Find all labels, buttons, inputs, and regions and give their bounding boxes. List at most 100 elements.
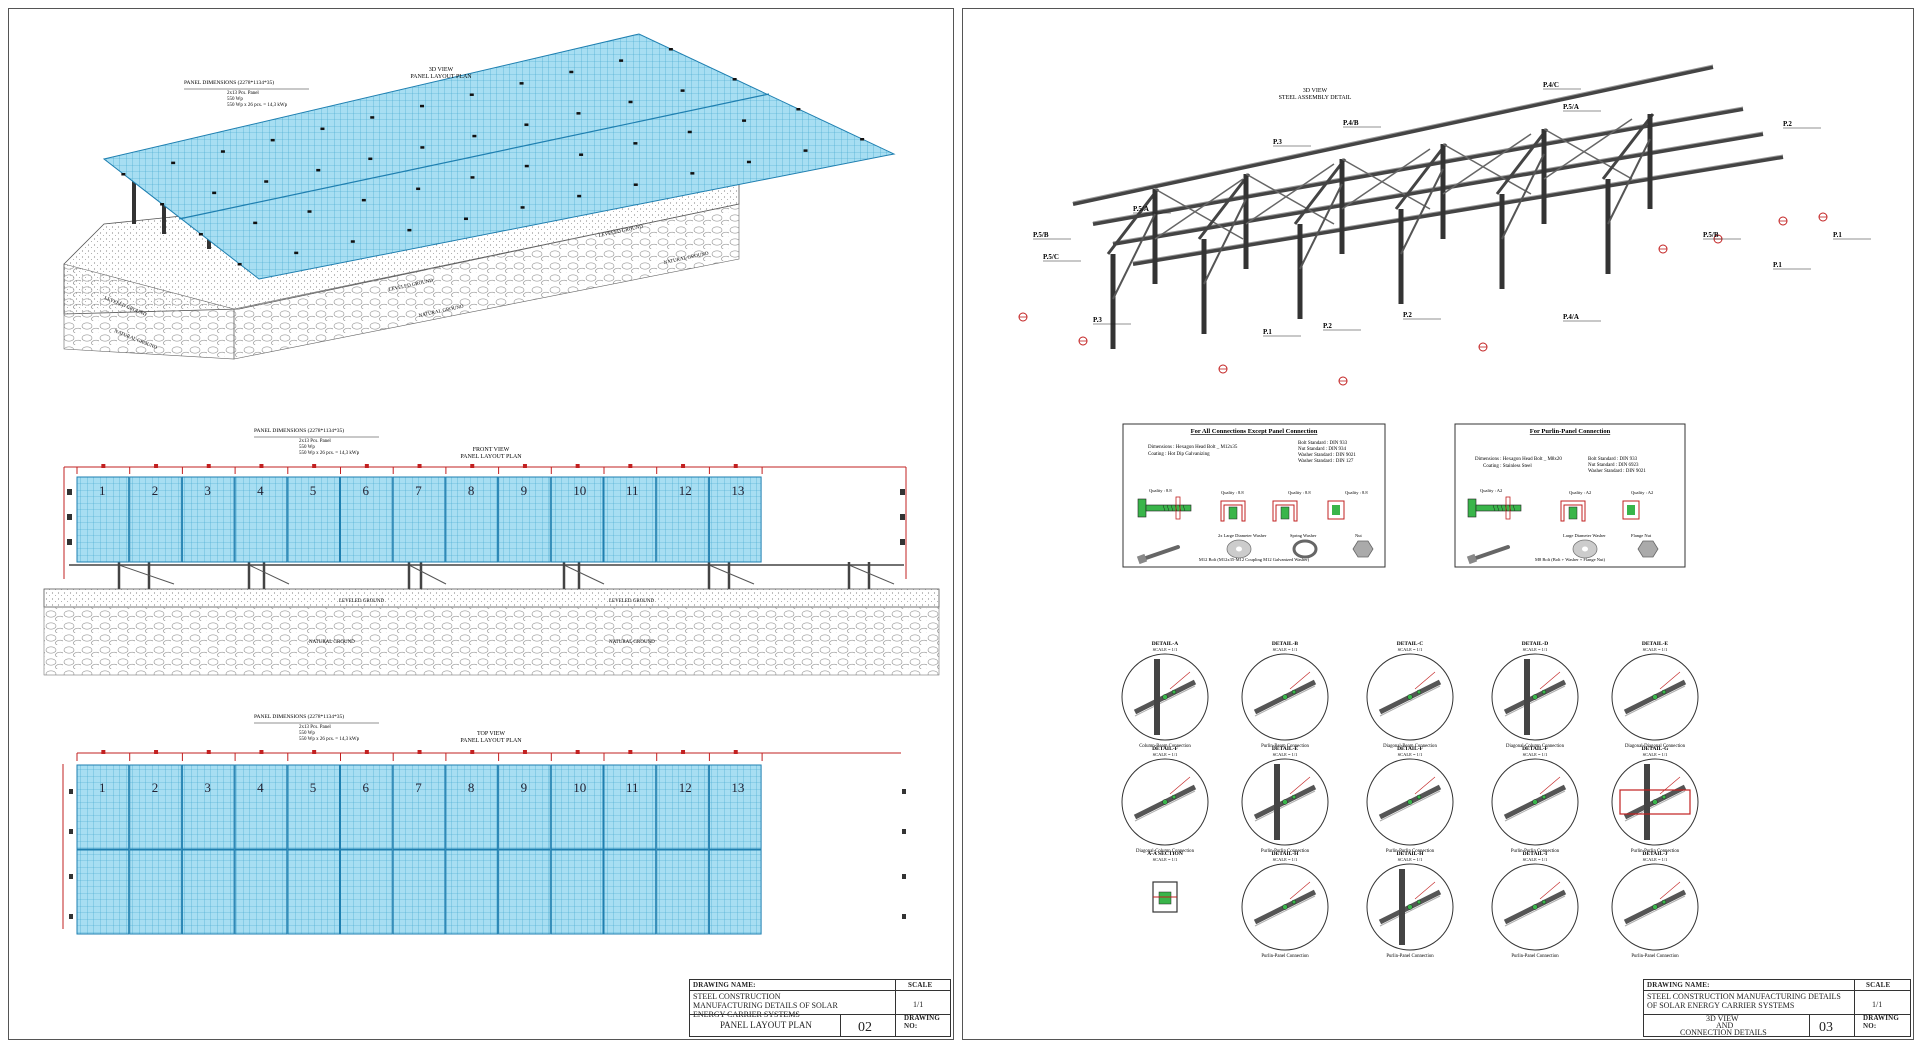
svg-text:Quality : 8.8: Quality : 8.8 <box>1288 490 1311 495</box>
dimension-marker <box>417 750 422 754</box>
detail-scale: SCALE = 1/1 <box>1523 752 1548 757</box>
dimension-marker <box>364 750 369 754</box>
detail-leader <box>1539 776 1561 795</box>
flange-nut-photo <box>1637 540 1659 558</box>
steel-brace <box>1543 118 1633 180</box>
detail-leader <box>1169 671 1191 690</box>
scale-value: 1/1 <box>913 1000 924 1009</box>
steel-diagonal <box>1400 168 1444 255</box>
detail-scale: SCALE = 1/1 <box>1273 647 1298 652</box>
detail-bolt <box>1282 694 1288 700</box>
detail-member-edge <box>1504 790 1566 822</box>
nut-photo <box>1352 540 1374 558</box>
steel-brace <box>1245 163 1335 225</box>
detail-scale: SCALE = 1/1 <box>1643 647 1668 652</box>
steel-3d-subtitle: STEEL ASSEMBLY DETAIL <box>1279 95 1352 101</box>
top-panel-upper <box>603 764 657 850</box>
top-view-subtitle: PANEL LAYOUT PLAN <box>460 738 522 744</box>
steel-diagonal <box>1112 213 1156 300</box>
dimension-marker <box>312 750 317 754</box>
detail-scale: SCALE = 1/1 <box>1523 647 1548 652</box>
detail-title: DETAIL-J <box>1642 851 1668 857</box>
panel-clamp <box>520 206 525 209</box>
front-panel <box>445 476 499 563</box>
bolt-spec-box-general: For All Connections Except Panel Connect… <box>1122 423 1386 568</box>
steel-purlin <box>1072 65 1714 206</box>
dimension-marker <box>628 464 633 468</box>
detail-caption: Diagonal-Column Connection <box>1506 744 1565 749</box>
panel-clamp <box>469 93 474 96</box>
profile-section <box>1560 500 1586 522</box>
detail-caption: Purlin-Panel Connection <box>1511 954 1559 959</box>
front-panel <box>76 476 130 563</box>
detail-scale: SCALE = 1/1 <box>1398 752 1423 757</box>
front-panel-number: 13 <box>731 483 744 498</box>
panel-clamp <box>416 187 421 191</box>
nut-section <box>1327 500 1345 520</box>
view-top-panel-layout: PANEL DIMENSIONS (2278*1134*35) 2x13 Pcs… <box>62 713 906 935</box>
profile-bolt <box>1228 506 1238 520</box>
top-panel-lower <box>445 849 499 935</box>
top-panel-number: 8 <box>468 780 475 795</box>
bolt-thread <box>1162 504 1166 512</box>
front-panel <box>129 476 182 563</box>
scale-label: SCALE <box>908 981 933 989</box>
svg-text:LEVELED GROUND: LEVELED GROUND <box>609 599 655 604</box>
detail-scale: SCALE = 1/1 <box>1398 857 1423 862</box>
front-leveled-ground <box>43 588 940 608</box>
panel-clamp <box>270 138 275 142</box>
side-bracket <box>902 874 906 879</box>
dimension-marker <box>206 464 211 468</box>
top-panel-number: 3 <box>204 780 211 795</box>
detail-scale: SCALE = 1/1 <box>1153 647 1178 652</box>
svg-text:Quality : A2: Quality : A2 <box>1631 490 1653 495</box>
top-panel-number: 10 <box>573 780 586 795</box>
top-panel-upper <box>181 764 235 850</box>
detail-leader <box>1659 881 1681 900</box>
steel-brace <box>1543 128 1633 180</box>
panel-clamp <box>361 198 366 202</box>
bolt-photo <box>1141 545 1180 561</box>
panel-clamp <box>796 108 801 111</box>
steel-3d-title: 3D VIEW <box>1303 88 1328 94</box>
front-panel <box>181 476 235 563</box>
steel-diagonal <box>1607 138 1651 225</box>
sheet-title-line3: CONNECTION DETAILS <box>1680 1028 1767 1037</box>
front-brace <box>118 564 175 585</box>
steel-diagonal <box>1501 153 1545 240</box>
flange-nut-fill <box>1627 505 1635 515</box>
top-panel-upper <box>550 764 604 850</box>
top-panel-lower <box>287 849 340 935</box>
bolt-shank <box>1145 504 1192 512</box>
steel-brace <box>1442 143 1532 195</box>
panel-clamp <box>198 233 203 236</box>
top-panel-number: 4 <box>257 780 264 795</box>
panel-clamp <box>524 164 529 168</box>
bolt-plate <box>1175 496 1181 520</box>
detail-member-edge <box>1134 790 1196 822</box>
detail-bolt <box>1652 694 1658 700</box>
detail-bolt <box>1162 799 1168 805</box>
detail-caption: Purlin-Panel Connection <box>1261 954 1309 959</box>
detail-title: A-A SECTION <box>1147 851 1183 857</box>
view-front-panel-layout: PANEL DIMENSIONS (2278*1134*35) 2x13 Pcs… <box>43 427 940 676</box>
panel-clamp <box>668 48 673 51</box>
front-panel-number: 5 <box>310 483 317 498</box>
svg-text:Coating : Hot Dip Galvanizing: Coating : Hot Dip Galvanizing <box>1148 452 1210 457</box>
detail-scale: SCALE = 1/1 <box>1398 647 1423 652</box>
side-bracket <box>67 514 72 520</box>
detail-leader <box>1659 671 1681 690</box>
svg-text:PANEL DIMENSIONS (2278*1134*35: PANEL DIMENSIONS (2278*1134*35) <box>184 79 274 86</box>
steel-beam <box>1394 143 1448 210</box>
dimension-marker <box>312 464 317 468</box>
steel-part-label: P.3 <box>1093 316 1102 324</box>
svg-text:550 Wp x 26 pcs. = 14,3 kWp: 550 Wp x 26 pcs. = 14,3 kWp <box>299 737 360 742</box>
panel-clamp <box>680 89 685 92</box>
detail-bolt <box>1171 794 1177 800</box>
profile-bolt <box>1280 506 1290 520</box>
front-panel <box>234 476 288 563</box>
front-view-title: FRONT VIEW <box>473 447 510 453</box>
bolt-thread <box>1492 504 1496 512</box>
steel-purlin <box>1092 107 1744 226</box>
